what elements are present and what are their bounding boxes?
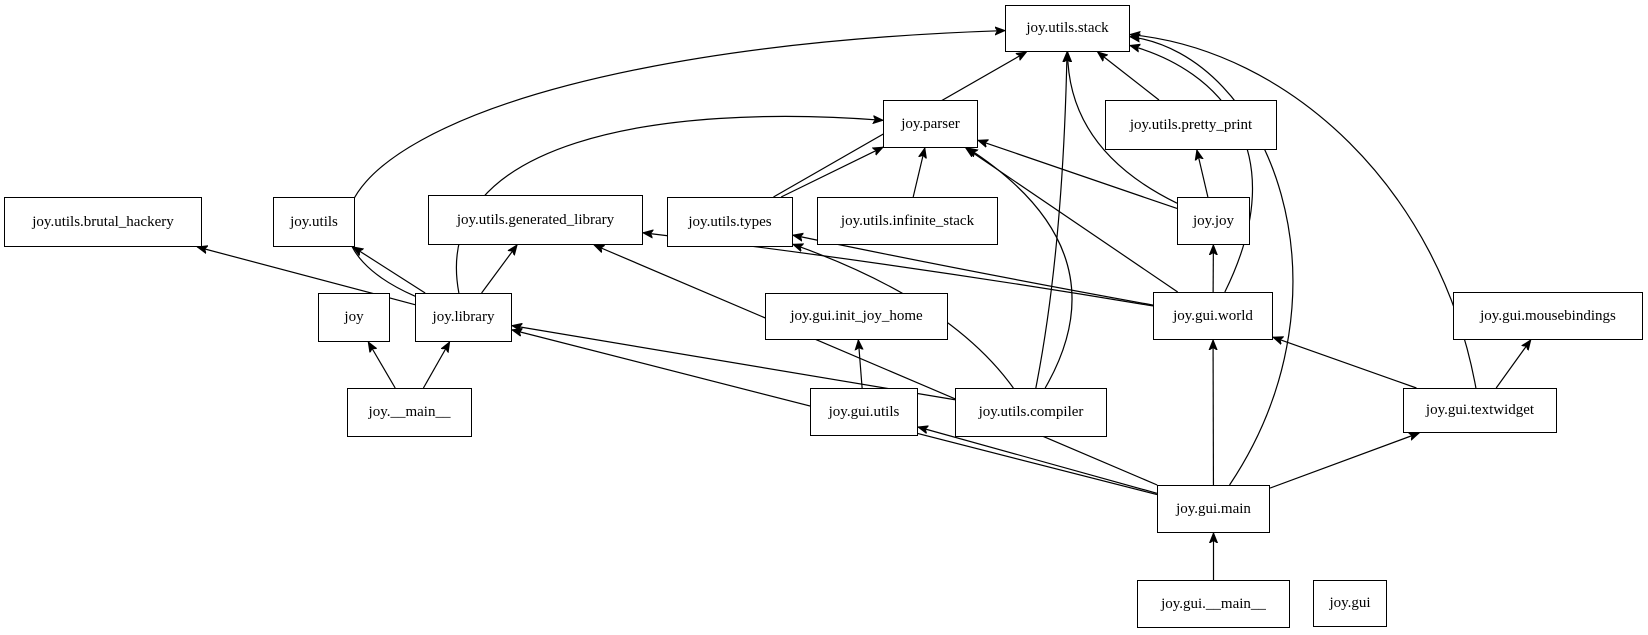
node-joy_library: joy.library [415, 293, 512, 342]
edge-joy_utils_types-to-joy_parser [780, 147, 883, 198]
edge-joy_utils_compiler-to-joy_library [512, 326, 956, 401]
node-joy_gui: joy.gui [1313, 580, 1387, 627]
edge-joy_utils_pretty_print-to-joy_utils_stack [1098, 52, 1160, 101]
node-joy_utils_stack: joy.utils.stack [1005, 5, 1130, 52]
node-joy: joy [318, 293, 390, 342]
node-joy_utils_brutal_hackery: joy.utils.brutal_hackery [4, 197, 202, 247]
node-joy_main: joy.__main__ [347, 388, 472, 437]
edge-joy_gui_main-to-joy_gui_textwidget [1269, 433, 1419, 489]
edge-joy_gui_main-to-joy_utils_generated_library [594, 244, 1158, 486]
node-joy_gui_textwidget: joy.gui.textwidget [1403, 388, 1557, 433]
node-joy_utils_infinite_stack: joy.utils.infinite_stack [817, 197, 998, 245]
node-joy_gui_utils: joy.gui.utils [810, 388, 918, 436]
node-joy_utils: joy.utils [273, 197, 355, 247]
edge-joy_library-to-joy_utils [353, 247, 426, 294]
edge-joy_joy-to-joy_utils_stack [1068, 52, 1178, 204]
node-joy_utils_types: joy.utils.types [667, 197, 793, 247]
node-joy_gui_init_joy_home: joy.gui.init_joy_home [765, 293, 948, 340]
edge-joy_joy-to-joy_utils_pretty_print [1197, 150, 1209, 198]
edge-joy_gui_main-to-joy_utils_stack [1130, 37, 1294, 486]
edge-joy_library-to-joy_utils_generated_library [481, 245, 517, 294]
edge-joy_gui_textwidget-to-joy_gui_world [1273, 337, 1417, 389]
edge-joy_utils_compiler-to-joy_utils_stack [1035, 52, 1067, 389]
node-joy_gui_world: joy.gui.world [1153, 292, 1273, 340]
edge-joy_joy-to-joy_parser [978, 140, 1178, 210]
node-joy_joy: joy.joy [1177, 197, 1250, 245]
edge-joy_gui_textwidget-to-joy_gui_mousebindings [1495, 340, 1531, 389]
node-joy_gui_main: joy.gui.main [1157, 485, 1270, 533]
node-joy_utils_pretty_print: joy.utils.pretty_print [1105, 100, 1277, 150]
edge-joy_utils_infinite_stack-to-joy_parser [912, 148, 925, 198]
node-joy_utils_generated_library: joy.utils.generated_library [428, 195, 643, 245]
edge-joy_gui_world-to-joy_utils_stack [1130, 46, 1253, 293]
edge-joy_gui_utils-to-joy_gui_init_joy_home [858, 340, 862, 389]
node-joy_gui_main_: joy.gui.__main__ [1137, 580, 1290, 628]
node-joy_parser: joy.parser [883, 100, 978, 148]
node-joy_gui_mousebindings: joy.gui.mousebindings [1453, 292, 1643, 340]
edge-joy_gui_main-to-joy_gui_utils [918, 427, 1158, 494]
node-joy_utils_compiler: joy.utils.compiler [955, 388, 1107, 437]
edge-joy_main-to-joy_library [422, 342, 449, 389]
edge-joy_utils_compiler-to-joy_parser [968, 148, 1073, 389]
edge-joy_main-to-joy [368, 342, 396, 389]
edge-joy_library-to-joy_utils_stack [346, 31, 1005, 297]
